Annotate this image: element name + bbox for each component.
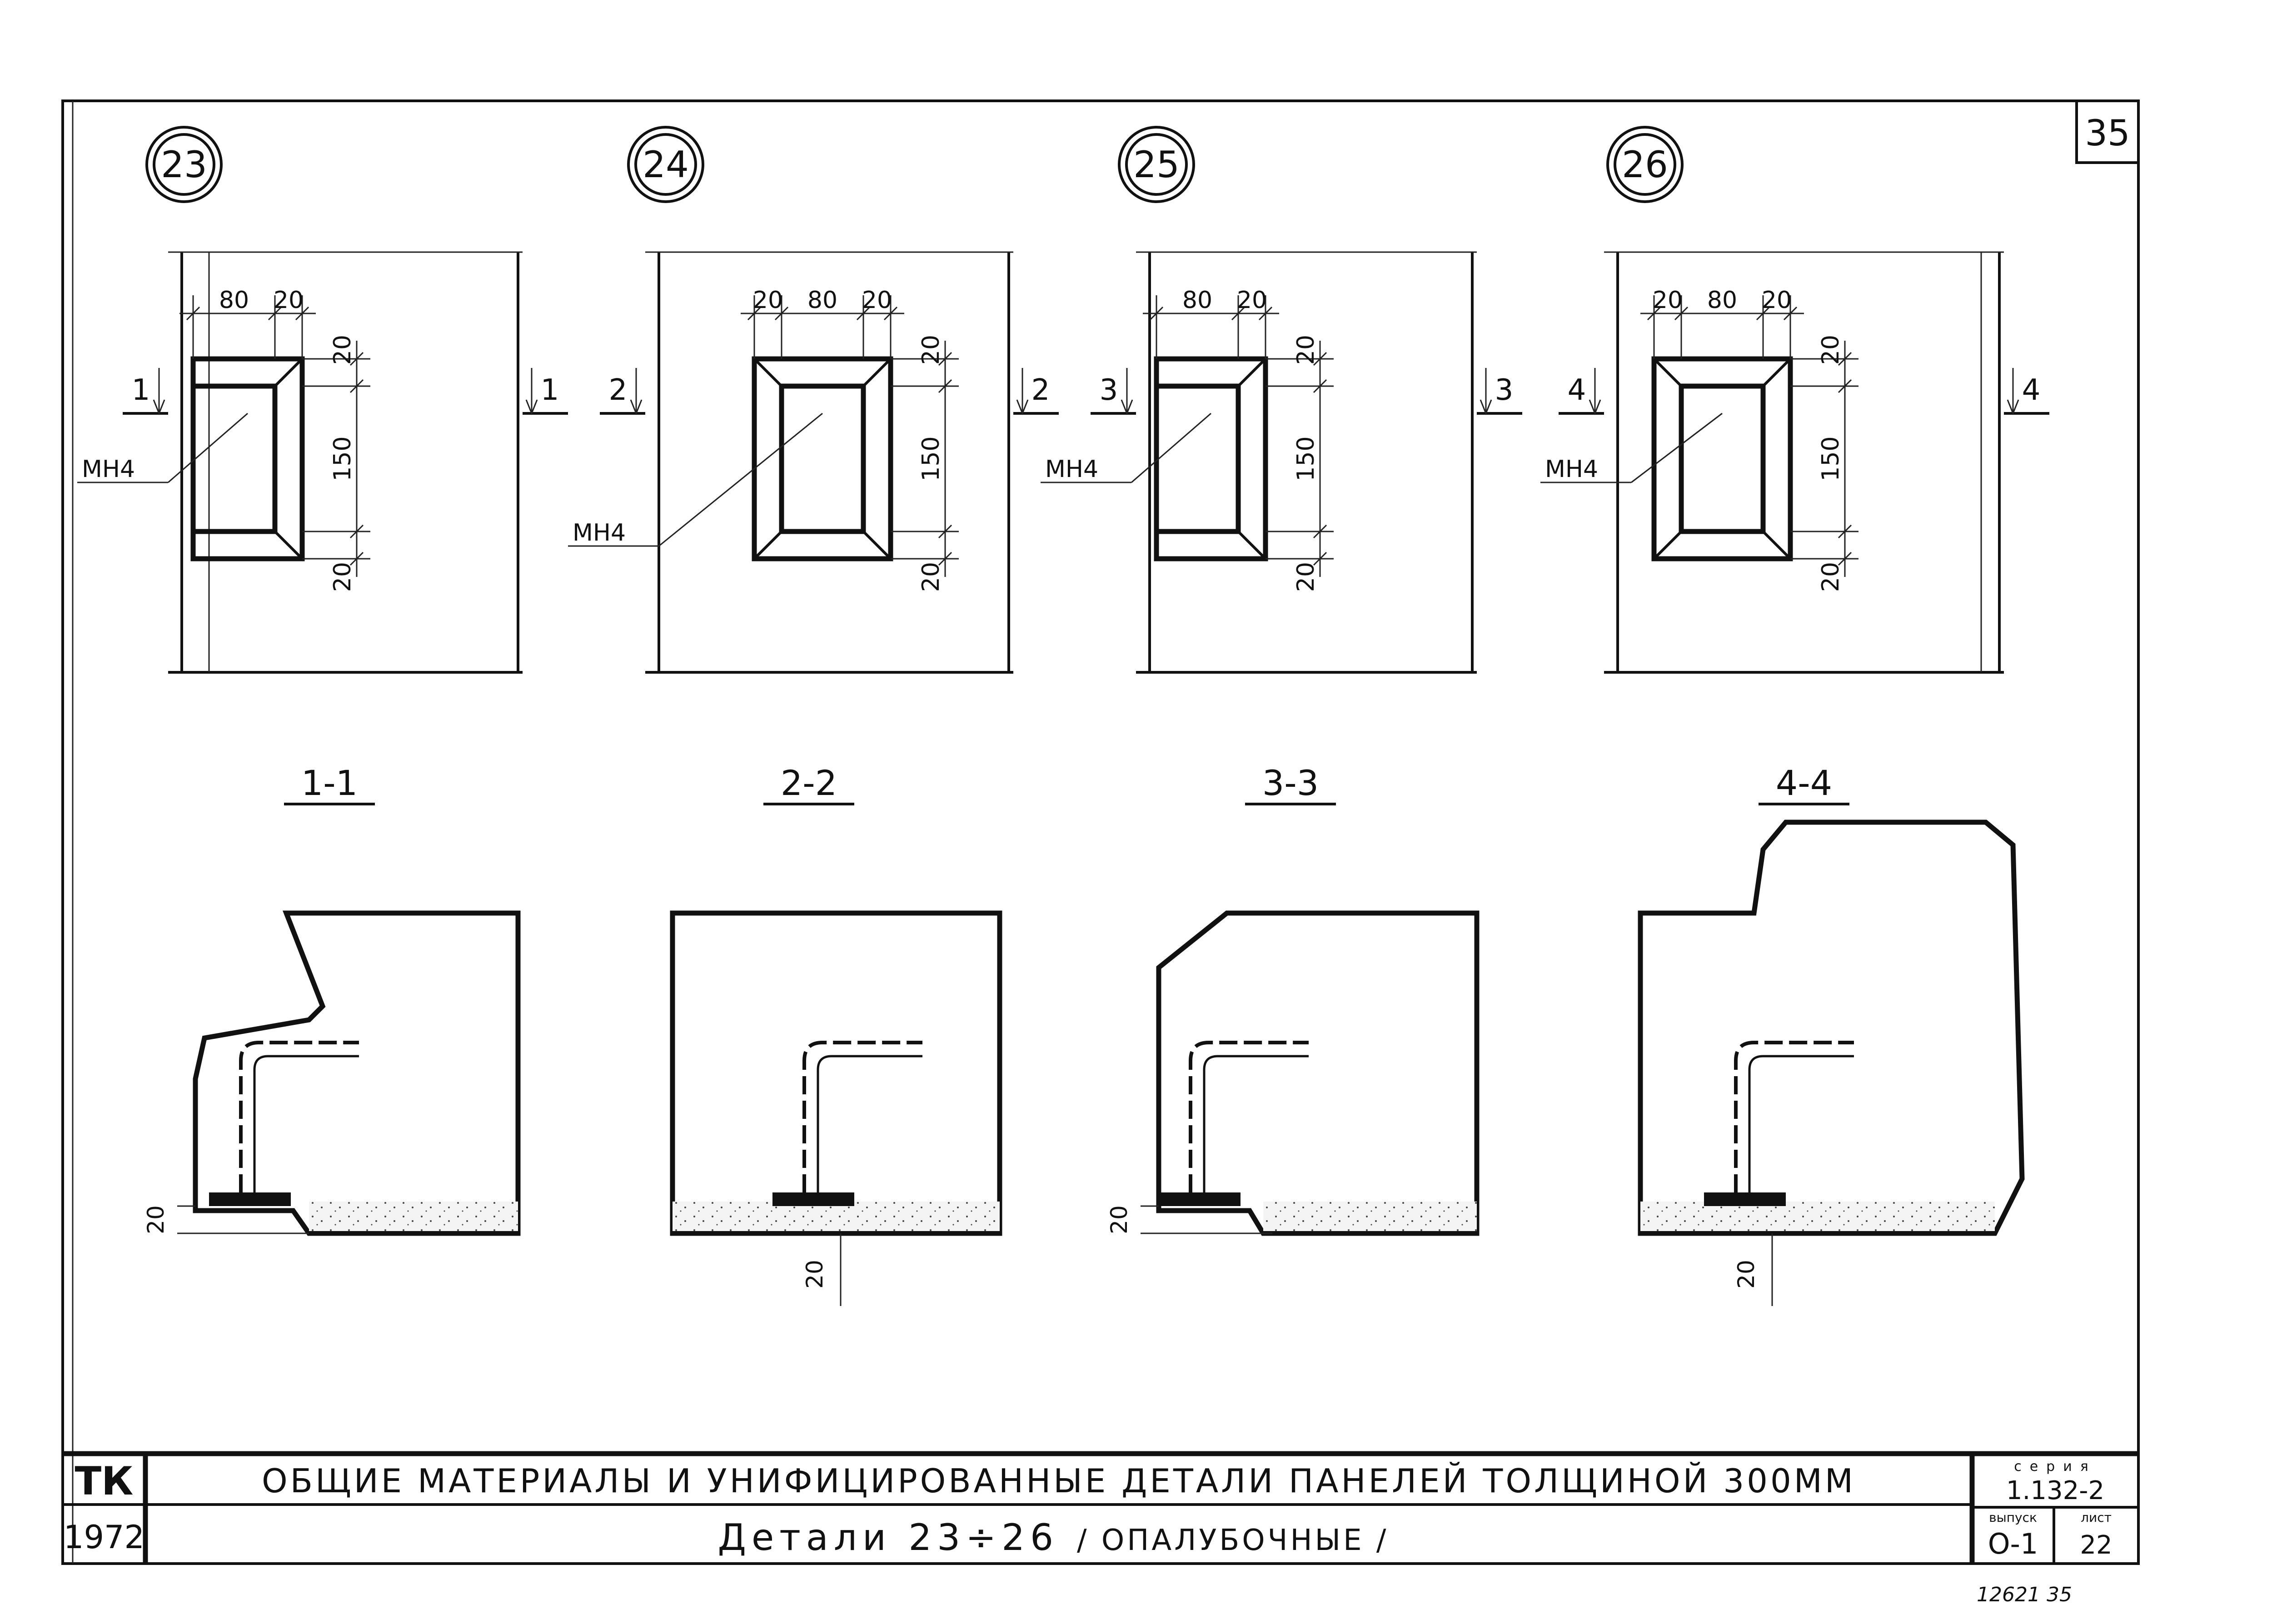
detail-number: 26 bbox=[1622, 144, 1668, 186]
section-mark-right: 2 bbox=[1031, 373, 1050, 407]
concrete-section bbox=[193, 910, 521, 1236]
concrete-section bbox=[1156, 910, 1480, 1236]
dimension-bottom: 20 bbox=[143, 1205, 169, 1234]
archive-stamp: 12621 35 bbox=[1977, 1583, 2072, 1606]
outer-frame bbox=[61, 99, 2140, 1565]
detail-number: 25 bbox=[1133, 144, 1180, 186]
dimension-h: 80 bbox=[1182, 287, 1212, 314]
dimension-h: 20 bbox=[753, 287, 783, 314]
part-label: МН4 bbox=[573, 519, 626, 546]
dimension-v: 20 bbox=[329, 562, 356, 592]
embedded-plate bbox=[209, 1192, 291, 1206]
dimension-h: 20 bbox=[1762, 287, 1792, 314]
year: 1972 bbox=[64, 1519, 144, 1556]
detail-number: 23 bbox=[161, 144, 207, 186]
concrete-section bbox=[670, 910, 1002, 1236]
section-label: 4-4 bbox=[1776, 763, 1832, 803]
title-block: ТК 1972 ОБЩИЕ МАТЕРИАЛЫ И УНИФИЦИРОВАННЫ… bbox=[63, 1451, 2138, 1564]
dimension-bottom: 20 bbox=[1733, 1260, 1759, 1289]
embedded-plate bbox=[1704, 1192, 1786, 1206]
sheet-value: 22 bbox=[2080, 1530, 2112, 1560]
series-value: 1.132-2 bbox=[2006, 1476, 2104, 1505]
section-label: 2-2 bbox=[781, 763, 837, 803]
series-label: серия bbox=[2014, 1459, 2097, 1475]
organization-code: ТК bbox=[75, 1459, 134, 1504]
title-line-2-sub: / ОПАЛУБОЧНЫЕ / bbox=[1077, 1524, 1389, 1557]
page-number-box bbox=[2075, 99, 2140, 164]
dimension-h: 80 bbox=[219, 287, 249, 314]
dimension-v: 20 bbox=[1292, 562, 1320, 592]
page-number: 35 bbox=[2085, 113, 2130, 154]
dimension-h: 80 bbox=[1707, 287, 1737, 314]
section-mark-left: 2 bbox=[609, 373, 628, 407]
dimension-v: 20 bbox=[917, 335, 945, 365]
dimension-bottom: 20 bbox=[802, 1260, 828, 1289]
dimension-v: 150 bbox=[329, 436, 356, 481]
dimension-v: 150 bbox=[917, 436, 945, 481]
section-label: 1-1 bbox=[301, 763, 358, 803]
dimension-h: 20 bbox=[1237, 287, 1267, 314]
concrete-section bbox=[1638, 819, 2025, 1236]
embedded-plate bbox=[772, 1192, 854, 1206]
dimension-v: 150 bbox=[1292, 436, 1320, 481]
part-label: МН4 bbox=[1045, 456, 1098, 483]
section-mark-left: 1 bbox=[132, 373, 150, 407]
dimension-v: 20 bbox=[329, 335, 356, 365]
dimension-v: 20 bbox=[1292, 335, 1320, 365]
detail-number: 24 bbox=[643, 144, 689, 186]
dimension-v: 20 bbox=[1817, 562, 1844, 592]
dimension-h: 20 bbox=[862, 287, 892, 314]
dimension-h: 80 bbox=[807, 287, 837, 314]
part-label: МН4 bbox=[1545, 456, 1598, 483]
dimension-h: 20 bbox=[1653, 287, 1683, 314]
dimension-v: 150 bbox=[1817, 436, 1844, 481]
section-mark-right: 4 bbox=[2022, 373, 2041, 407]
sheet-label: лист bbox=[2081, 1510, 2112, 1525]
issue-value: О-1 bbox=[1988, 1527, 2038, 1560]
section-mark-right: 3 bbox=[1495, 373, 1514, 407]
section-label: 3-3 bbox=[1262, 763, 1319, 803]
dimension-bottom: 20 bbox=[1106, 1205, 1132, 1234]
title-line-2-main: Детали 23÷26 bbox=[717, 1516, 1059, 1559]
section-mark-right: 1 bbox=[541, 373, 559, 407]
issue-label: выпуск bbox=[1989, 1510, 2037, 1525]
part-label: МН4 bbox=[82, 456, 135, 483]
dimension-v: 20 bbox=[917, 562, 945, 592]
dimension-v: 20 bbox=[1817, 335, 1844, 365]
embedded-plate bbox=[1159, 1192, 1241, 1206]
section-mark-left: 3 bbox=[1100, 373, 1118, 407]
title-line-1: ОБЩИЕ МАТЕРИАЛЫ И УНИФИЦИРОВАННЫЕ ДЕТАЛИ… bbox=[262, 1462, 1856, 1500]
dimension-h: 20 bbox=[274, 287, 304, 314]
section-mark-left: 4 bbox=[1568, 373, 1586, 407]
